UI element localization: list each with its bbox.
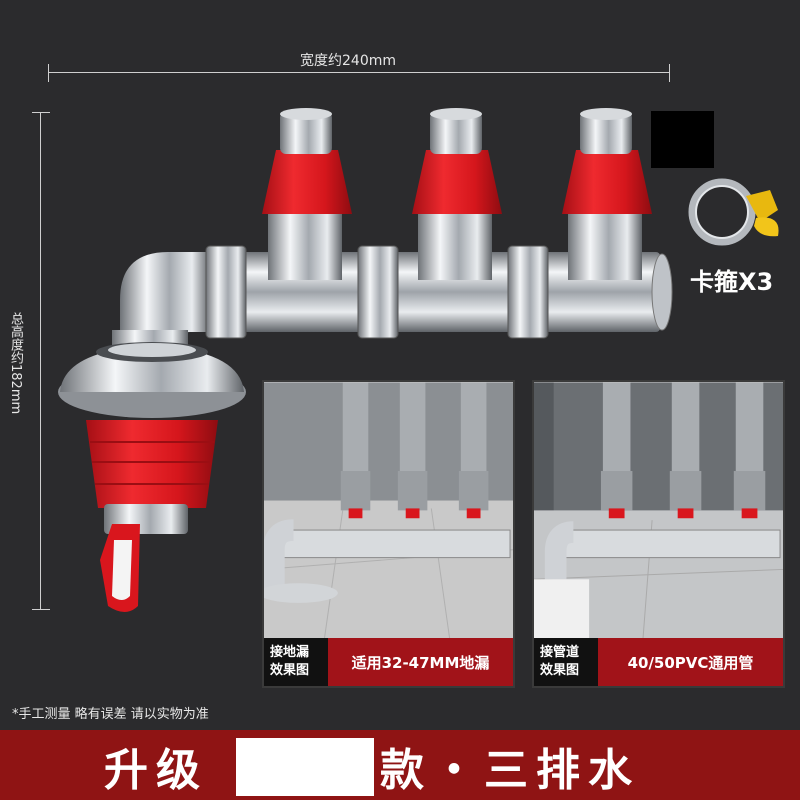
width-dimension-line [48,72,670,73]
inset-tag-line1: 接管道 [540,645,580,660]
inset-caption: 适用32-47MM地漏 [351,653,490,672]
banner-text-left: 升级 [104,745,208,796]
pipe-scene [534,382,783,686]
height-dimension-tick-top [32,112,50,113]
banner-text-right: 款・三排水 [380,745,640,796]
measurement-note: *手工测量 略有误差 请以实物为准 [12,707,209,722]
inset-pipe: 接管道 效果图 40/50PVC通用管 [532,380,785,688]
inset-floor-drain: 接地漏 效果图 适用32-47MM地漏 [262,380,515,688]
bottom-banner: 升级 款・三排水 [0,730,800,800]
inset-tag-line2: 效果图 [270,663,310,678]
inset-tag-line2: 效果图 [540,663,580,678]
clamp-label: 卡箍X3 [690,268,774,296]
banner-blank-box [236,738,374,796]
inset-tag-line1: 接地漏 [270,645,310,660]
height-label: 总高度约182mm [8,312,23,415]
height-dimension-tick-bottom [32,609,50,610]
censor-box [651,111,714,168]
inset-caption: 40/50PVC通用管 [627,653,754,672]
width-dimension-tick-left [48,64,49,82]
inset-tag: 接管道 效果图 [534,638,598,686]
width-dimension-tick-right [669,64,670,82]
width-label: 宽度约240mm [300,53,396,69]
floor-drain-scene [264,382,513,649]
inset-caption-bar: 接地漏 效果图 适用32-47MM地漏 [264,638,513,686]
inset-caption-bar: 接管道 效果图 40/50PVC通用管 [534,638,783,686]
height-dimension-line [40,112,41,610]
inset-tag: 接地漏 效果图 [264,638,328,686]
